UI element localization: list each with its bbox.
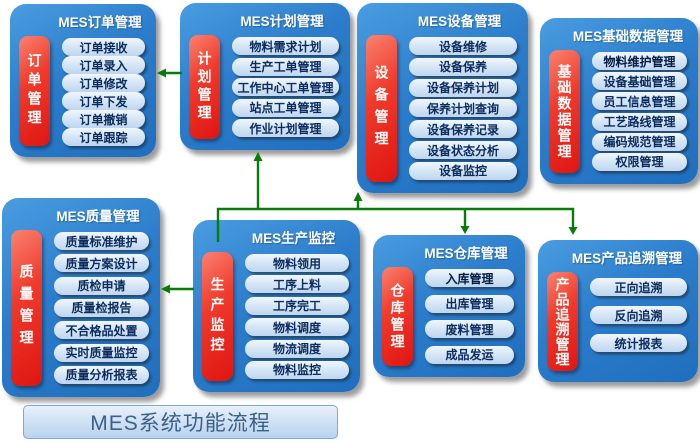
box-equipment-title: MES设备管理 [417, 14, 502, 29]
plan-item-pill: 站点工单管理 [232, 98, 339, 117]
production-side-label: 生产监控 [202, 252, 233, 381]
box-order-title: MES订单管理 [58, 15, 142, 30]
basedata-item-list: 物料维护管理 设备基础管理 员工信息管理 工艺路线管理 编码规范管理 权限管理 [592, 50, 687, 173]
box-plan-body: 计划管理 物料需求计划 生产工单管理 工作中心工单管理 站点工单管理 作业计划管… [189, 35, 339, 139]
warehouse-item-pill: 成品发运 [425, 345, 514, 364]
box-trace-management: MES产品追溯管理 产品追溯管理 正向追溯 反向追溯 统计报表 [538, 240, 698, 382]
equipment-item-pill: 设备状态分析 [409, 141, 517, 160]
quality-item-pill: 质量标准维护 [54, 232, 149, 250]
box-quality-title: MES质量管理 [56, 209, 140, 224]
equipment-item-pill: 设备保养 [409, 57, 517, 76]
quality-item-pill: 质量方案设计 [54, 254, 149, 273]
quality-item-pill: 质量检报告 [54, 298, 149, 317]
basedata-item-pill: 设备基础管理 [592, 72, 687, 91]
equipment-side-label: 设备管理 [366, 35, 397, 182]
plan-item-pill: 作业计划管理 [232, 119, 339, 137]
box-production-title: MES生产监控 [251, 231, 336, 246]
quality-item-pill: 实时质量监控 [54, 343, 149, 362]
equipment-item-pill: 设备保养记录 [409, 120, 517, 139]
trace-item-pill: 反向追溯 [590, 306, 687, 324]
equipment-item-pill: 保养计划查询 [409, 99, 517, 118]
plan-item-pill: 工作中心工单管理 [232, 78, 339, 96]
box-trace-title: MES产品追溯管理 [571, 251, 683, 266]
equipment-item-list: 设备维修 设备保养 设备保养计划 保养计划查询 设备保养记录 设备状态分析 设备… [409, 35, 517, 182]
box-order-body: 订单管理 订单接收 订单录入 订单修改 订单下发 订单撤销 订单跟踪 [19, 36, 145, 146]
arrowhead-trace [568, 227, 578, 235]
arrowhead-quality [161, 284, 170, 294]
arrowhead-order [157, 68, 166, 78]
plan-item-pill: 生产工单管理 [232, 57, 339, 76]
box-trace-body: 产品追溯管理 正向追溯 反向追溯 统计报表 [547, 272, 687, 371]
arrowhead-plan [253, 152, 263, 161]
arrowhead-equipment [353, 192, 363, 201]
box-plan-title: MES计划管理 [240, 14, 324, 29]
box-basedata-body: 基础数据管理 物料维护管理 设备基础管理 员工信息管理 工艺路线管理 编码规范管… [549, 50, 687, 173]
order-item-pill: 订单修改 [62, 74, 145, 92]
box-quality-management: MES质量管理 质量管理 质量标准维护 质量方案设计 质检申请 质量检报告 不合… [2, 198, 160, 397]
box-equipment-management: MES设备管理 设备管理 设备维修 设备保养 设备保养计划 保养计划查询 设备保… [357, 3, 528, 193]
quality-item-pill: 不合格品处置 [54, 321, 149, 340]
production-item-pill: 物料领用 [245, 254, 349, 272]
warehouse-side-label: 仓库管理 [382, 267, 413, 366]
order-item-pill: 订单跟踪 [62, 128, 145, 146]
plan-item-list: 物料需求计划 生产工单管理 工作中心工单管理 站点工单管理 作业计划管理 [232, 35, 339, 139]
order-item-list: 订单接收 订单录入 订单修改 订单下发 订单撤销 订单跟踪 [62, 36, 145, 146]
box-warehouse-body: 仓库管理 入库管理 出库管理 废料管理 成品发运 [382, 267, 514, 366]
quality-item-list: 质量标准维护 质量方案设计 质检申请 质量检报告 不合格品处置 实时质量监控 质… [54, 230, 149, 386]
production-item-pill: 工序上料 [245, 275, 349, 294]
basedata-item-pill: 物料维护管理 [592, 52, 687, 70]
warehouse-item-pill: 废料管理 [425, 320, 514, 339]
production-item-list: 物料领用 工序上料 工序完工 物料调度 物流调度 物料监控 [245, 252, 349, 381]
trace-item-pill: 统计报表 [590, 334, 687, 352]
box-quality-body: 质量管理 质量标准维护 质量方案设计 质检申请 质量检报告 不合格品处置 实时质… [11, 230, 149, 386]
production-item-pill: 物料调度 [245, 318, 349, 337]
basedata-item-pill: 编码规范管理 [592, 132, 687, 151]
quality-side-label: 质量管理 [11, 230, 42, 386]
production-item-pill: 物料监控 [245, 360, 349, 379]
box-warehouse-management: MES仓库管理 仓库管理 入库管理 出库管理 废料管理 成品发运 [373, 235, 525, 377]
production-item-pill: 物流调度 [245, 339, 349, 358]
box-plan-management: MES计划管理 计划管理 物料需求计划 生产工单管理 工作中心工单管理 站点工单… [180, 3, 350, 150]
trace-item-list: 正向追溯 反向追溯 统计报表 [590, 272, 687, 371]
arrowhead-warehouse [460, 226, 470, 234]
order-item-pill: 订单撤销 [62, 110, 145, 128]
equipment-item-pill: 设备监控 [409, 161, 517, 180]
production-item-pill: 工序完工 [245, 296, 349, 315]
warehouse-item-list: 入库管理 出库管理 废料管理 成品发运 [425, 267, 514, 366]
equipment-item-pill: 设备保养计划 [409, 78, 517, 97]
order-side-label: 订单管理 [19, 36, 50, 146]
basedata-item-pill: 工艺路线管理 [592, 112, 687, 131]
basedata-side-label: 基础数据管理 [549, 50, 580, 173]
box-warehouse-title: MES仓库管理 [424, 246, 508, 261]
box-order-management: MES订单管理 订单管理 订单接收 订单录入 订单修改 订单下发 订单撤销 订单… [10, 4, 156, 157]
plan-side-label: 计划管理 [189, 35, 220, 139]
box-equipment-body: 设备管理 设备维修 设备保养 设备保养计划 保养计划查询 设备保养记录 设备状态… [366, 35, 517, 182]
order-item-pill: 订单下发 [62, 92, 145, 110]
box-production-monitor: MES生产监控 生产监控 物料领用 工序上料 工序完工 物料调度 物流调度 物料… [193, 220, 360, 392]
trace-item-pill: 正向追溯 [590, 278, 687, 296]
box-basedata-management: MES基础数据管理 基础数据管理 物料维护管理 设备基础管理 员工信息管理 工艺… [540, 18, 698, 184]
diagram-title-banner: MES系统功能流程 [23, 405, 338, 439]
warehouse-item-pill: 出库管理 [425, 294, 514, 313]
order-item-pill: 订单接收 [62, 38, 145, 56]
warehouse-item-pill: 入库管理 [425, 269, 514, 287]
box-production-body: 生产监控 物料领用 工序上料 工序完工 物料调度 物流调度 物料监控 [202, 252, 349, 381]
box-basedata-title: MES基础数据管理 [572, 29, 684, 44]
equipment-item-pill: 设备维修 [409, 37, 517, 55]
quality-item-pill: 质检申请 [54, 276, 149, 295]
order-item-pill: 订单录入 [62, 56, 145, 74]
quality-item-pill: 质量分析报表 [54, 365, 149, 384]
trace-side-label: 产品追溯管理 [547, 272, 578, 371]
basedata-item-pill: 员工信息管理 [592, 92, 687, 111]
plan-item-pill: 物料需求计划 [232, 37, 339, 55]
basedata-item-pill: 权限管理 [592, 152, 687, 171]
